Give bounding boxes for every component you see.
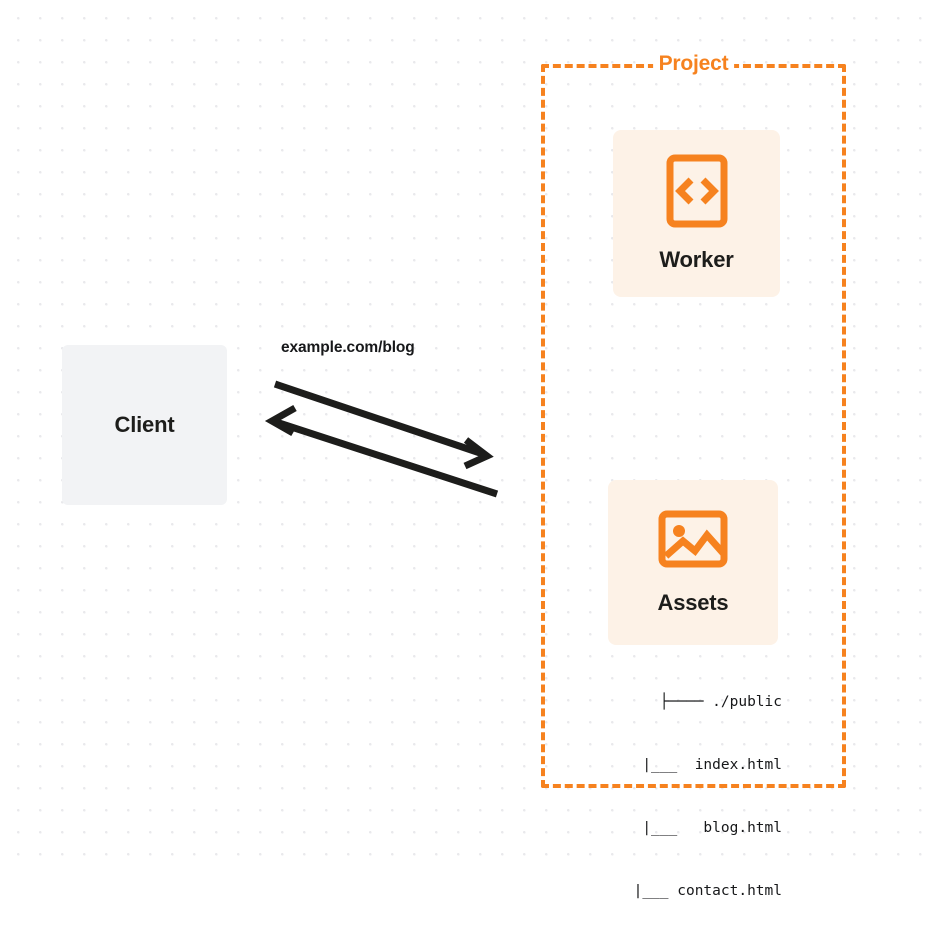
assets-label: Assets — [657, 590, 729, 615]
project-title: Project — [652, 52, 735, 76]
image-icon — [658, 509, 728, 574]
code-brackets-icon — [666, 154, 728, 233]
worker-label: Worker — [659, 247, 734, 272]
client-node[interactable]: Client — [62, 345, 227, 505]
assets-file-tree: ├──── ./public |___ index.html |___ blog… — [560, 650, 782, 944]
request-arrow — [273, 380, 494, 470]
file-tree-line: ├──── ./public — [659, 694, 782, 710]
response-arrow — [264, 404, 499, 498]
client-label: Client — [114, 412, 175, 437]
worker-node[interactable]: Worker — [613, 130, 780, 297]
file-tree-line: |___ contact.html — [633, 883, 782, 899]
file-tree-line: |___ blog.html — [642, 820, 782, 836]
edge-label-url: example.com/blog — [281, 339, 415, 356]
file-tree-line: |___ index.html — [642, 757, 782, 773]
diagram-canvas: Client example.com/blog Project Worker — [0, 0, 938, 899]
project-container: Project — [541, 52, 846, 788]
assets-node[interactable]: Assets — [608, 480, 778, 645]
